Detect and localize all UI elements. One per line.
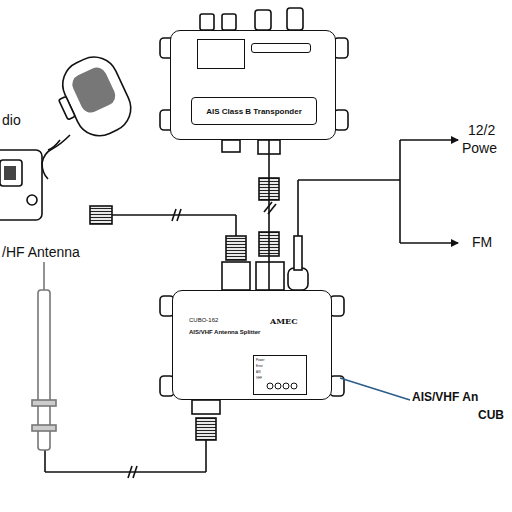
- transponder-box: AIS Class B Transponder: [170, 30, 336, 140]
- brand-logo: AMEC: [270, 316, 298, 326]
- led-label: VHF: [256, 376, 262, 380]
- led-label: Error: [256, 364, 263, 368]
- splitter-box: CUBO-162AIS/VHF Antenna Splitter: [172, 290, 332, 400]
- led-label: AIS: [256, 370, 261, 374]
- callout-label: AIS/VHF An: [412, 390, 478, 404]
- callout-label: CUB: [478, 408, 504, 422]
- coax-cable: [268, 140, 270, 290]
- radio-label: dio: [2, 112, 21, 128]
- power-label: Powe: [462, 140, 497, 156]
- card-slot: [251, 43, 311, 53]
- fm-label: FM: [472, 234, 492, 250]
- display-window: [197, 39, 245, 69]
- power-label: 12/2: [468, 122, 495, 138]
- antenna-label: /HF Antenna: [2, 244, 80, 260]
- device-label: AIS Class B Transponder: [191, 97, 317, 125]
- led-label: Power: [256, 358, 265, 362]
- model-label: CUBO-162: [189, 317, 218, 323]
- device-label: AIS/VHF Antenna Splitter: [189, 329, 260, 335]
